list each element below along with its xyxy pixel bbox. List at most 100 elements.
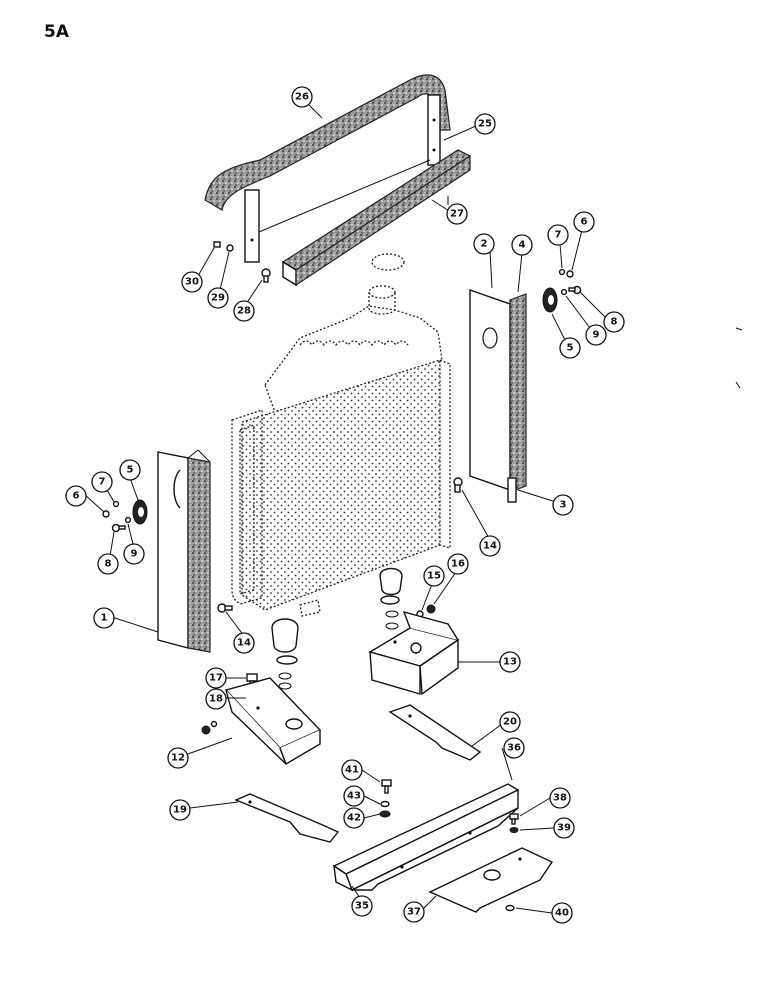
rubber-mount-left [271,618,299,690]
washer-29 [226,244,234,252]
callout-39: 39 [553,817,575,839]
callout-6a: 6 [573,211,595,233]
callout-5a: 5 [559,337,581,359]
callout-37: 37 [403,901,425,923]
side-panel-1 [157,449,211,653]
bolt-38 [509,813,519,825]
svg-text:9: 9 [593,330,600,341]
svg-text:43: 43 [347,791,361,802]
svg-text:5: 5 [127,465,134,476]
callout-3: 3 [552,494,574,516]
svg-text:37: 37 [407,907,421,918]
svg-text:20: 20 [503,717,517,728]
washer-7b [112,500,120,508]
callout-14a: 14 [479,535,501,557]
nut-16 [426,604,436,614]
svg-text:12: 12 [171,753,185,764]
callout-41: 41 [341,759,363,781]
baffle-plate-20 [388,704,482,761]
callout-8a: 8 [603,311,625,333]
svg-text:38: 38 [553,793,567,804]
foam-bar-27 [281,149,472,287]
screw-28 [261,268,271,283]
screw-8a [568,285,582,295]
callout-30: 30 [181,271,203,293]
svg-text:40: 40 [555,908,569,919]
washer-7a [558,268,566,276]
callout-2: 2 [473,233,495,255]
svg-text:41: 41 [345,765,359,776]
svg-text:7: 7 [555,230,562,241]
callout-27: 27 [446,203,468,225]
nut-6b [102,510,110,518]
callout-19: 19 [169,799,191,821]
callout-12: 12 [167,747,189,769]
svg-text:19: 19 [173,805,187,816]
svg-text:8: 8 [105,559,112,570]
callout-7b: 7 [91,471,113,493]
svg-text:2: 2 [481,239,488,250]
svg-text:3: 3 [560,500,567,511]
callout-28: 28 [233,300,255,322]
callout-7a: 7 [547,224,569,246]
baffle-plate-19 [234,793,340,843]
page-title: 5A [44,22,69,42]
svg-text:15: 15 [427,571,441,582]
callout-36: 36 [503,737,525,759]
callout-9b: 9 [123,543,145,565]
panel-bracket-3 [507,477,517,503]
nut-12 [201,725,211,735]
callout-40: 40 [551,902,573,924]
washer-9a [560,288,568,296]
strap-25 [427,94,441,166]
lower-beam-35-36 [332,783,520,892]
seal-strip-4 [509,293,527,493]
svg-text:18: 18 [209,694,223,705]
callout-6b: 6 [65,485,87,507]
callout-17: 17 [205,667,227,689]
svg-text:9: 9 [131,549,138,560]
callout-4: 4 [511,234,533,256]
svg-text:6: 6 [73,491,80,502]
svg-text:29: 29 [211,293,225,304]
bolt-41 [381,779,392,794]
mount-bracket-13 [368,610,460,696]
callout-29: 29 [207,287,229,309]
washer-43 [380,800,390,808]
callout-20: 20 [499,711,521,733]
callout-16: 16 [447,553,469,575]
callout-8b: 8 [97,553,119,575]
grommet-5a [542,287,558,313]
callout-42: 42 [343,807,365,829]
svg-text:42: 42 [347,813,361,824]
svg-text:5: 5 [567,343,574,354]
washer-42 [379,810,391,818]
screw-14a [453,477,463,493]
svg-text:26: 26 [295,92,309,103]
washer-12 [210,720,218,728]
callout-43: 43 [343,785,365,807]
grommet-5b [132,499,148,525]
svg-text:28: 28 [237,306,251,317]
svg-text:4: 4 [519,240,526,251]
callout-5b: 5 [119,459,141,481]
svg-text:14: 14 [237,638,251,649]
svg-text:13: 13 [503,657,517,668]
screw-8b [111,523,126,533]
nut-6a [566,270,574,278]
callout-18: 18 [205,688,227,710]
svg-text:36: 36 [507,743,521,754]
callout-15: 15 [423,565,445,587]
mount-plate-37 [428,847,554,913]
callout-38: 38 [549,787,571,809]
rubber-mount-right [379,567,403,630]
washer-9b [124,516,132,524]
svg-text:16: 16 [451,559,465,570]
callout-26: 26 [291,86,313,108]
callout-9a: 9 [585,324,607,346]
svg-text:27: 27 [450,209,464,220]
nut-40 [505,904,515,912]
svg-text:1: 1 [101,613,108,624]
washer-39 [509,827,519,833]
svg-text:35: 35 [355,901,369,912]
